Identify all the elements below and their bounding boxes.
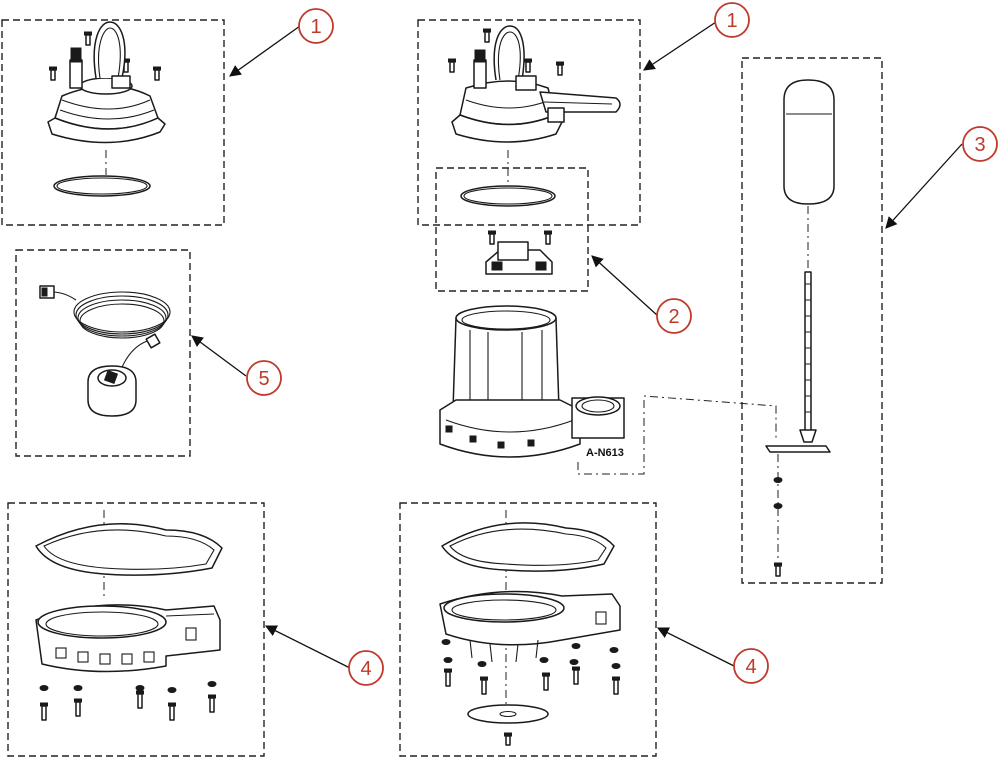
- group-2: [435, 167, 589, 292]
- o-ring: [460, 185, 556, 207]
- screw-set: [441, 639, 621, 695]
- callout-4-right: 4: [733, 648, 769, 684]
- callout-number: 3: [974, 134, 985, 156]
- group-box: [435, 167, 589, 292]
- pump-housing: [439, 305, 625, 458]
- float-link-line: [577, 395, 777, 475]
- callout-5: 5: [246, 360, 282, 396]
- gasket: [35, 523, 223, 576]
- float-bracket: [765, 445, 831, 453]
- callout-number: 1: [310, 16, 321, 38]
- callout-number: 4: [745, 656, 756, 678]
- float-bulb: [783, 79, 835, 205]
- group-4-left: [7, 502, 265, 757]
- group-box: [399, 502, 657, 757]
- screw-set: [39, 681, 217, 721]
- gasket: [441, 522, 615, 572]
- group-box: [741, 57, 883, 584]
- callout-1-left: 1: [298, 8, 334, 44]
- power-cord-coil: [39, 285, 171, 339]
- callout-number: 1: [726, 10, 737, 32]
- group-1-left: [1, 19, 225, 226]
- callout-4-left: 4: [348, 650, 384, 686]
- motor-cover-with-switch: [451, 25, 621, 143]
- callout-number: 5: [258, 368, 269, 390]
- screw-set: [448, 28, 564, 76]
- callout-2: 2: [656, 298, 692, 334]
- group-box: [1, 19, 225, 226]
- switch-bracket: [485, 241, 553, 275]
- volute-base: [35, 604, 221, 673]
- callout-number: 4: [360, 658, 371, 680]
- washer: [773, 477, 783, 483]
- washer: [773, 503, 783, 509]
- screw: [504, 732, 512, 746]
- group-box: [15, 249, 191, 457]
- part-label: A-N613: [586, 447, 624, 459]
- float-rod: [799, 271, 817, 443]
- group-box: [417, 19, 641, 226]
- motor-cover: [47, 21, 166, 144]
- volute-base: [439, 590, 621, 663]
- o-ring: [53, 175, 151, 197]
- callout-number: 2: [668, 306, 679, 328]
- group-4-right: [399, 502, 657, 757]
- leader-lines: [191, 21, 963, 669]
- screw-set: [49, 31, 161, 81]
- callout-1-right: 1: [714, 2, 750, 38]
- float-switch: [87, 333, 161, 417]
- diaphragm: [467, 704, 549, 724]
- group-5: [15, 249, 191, 457]
- group-box: [7, 502, 265, 757]
- screw: [774, 562, 782, 577]
- group-1-right: [417, 19, 641, 226]
- group-3: [741, 57, 883, 584]
- callout-3: 3: [962, 126, 998, 162]
